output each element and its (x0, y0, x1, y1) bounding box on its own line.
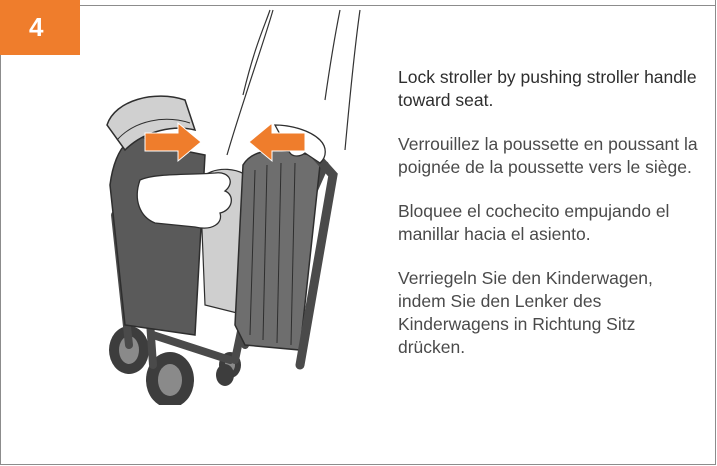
hand-icon (137, 173, 231, 228)
step-number-badge: 4 (0, 0, 80, 55)
instruction-french: Verrouillez la poussette en poussant la … (398, 133, 703, 179)
instruction-text: Lock stroller by pushing stroller handle… (398, 66, 703, 380)
instruction-spanish: Bloquee el cochecito empujando el manill… (398, 200, 703, 246)
folded-stroller-illustration (95, 5, 395, 405)
instruction-german: Verriegeln Sie den Kinderwagen, indem Si… (398, 267, 703, 359)
instruction-english: Lock stroller by pushing stroller handle… (398, 66, 703, 112)
seat-fabric-left (110, 137, 205, 335)
